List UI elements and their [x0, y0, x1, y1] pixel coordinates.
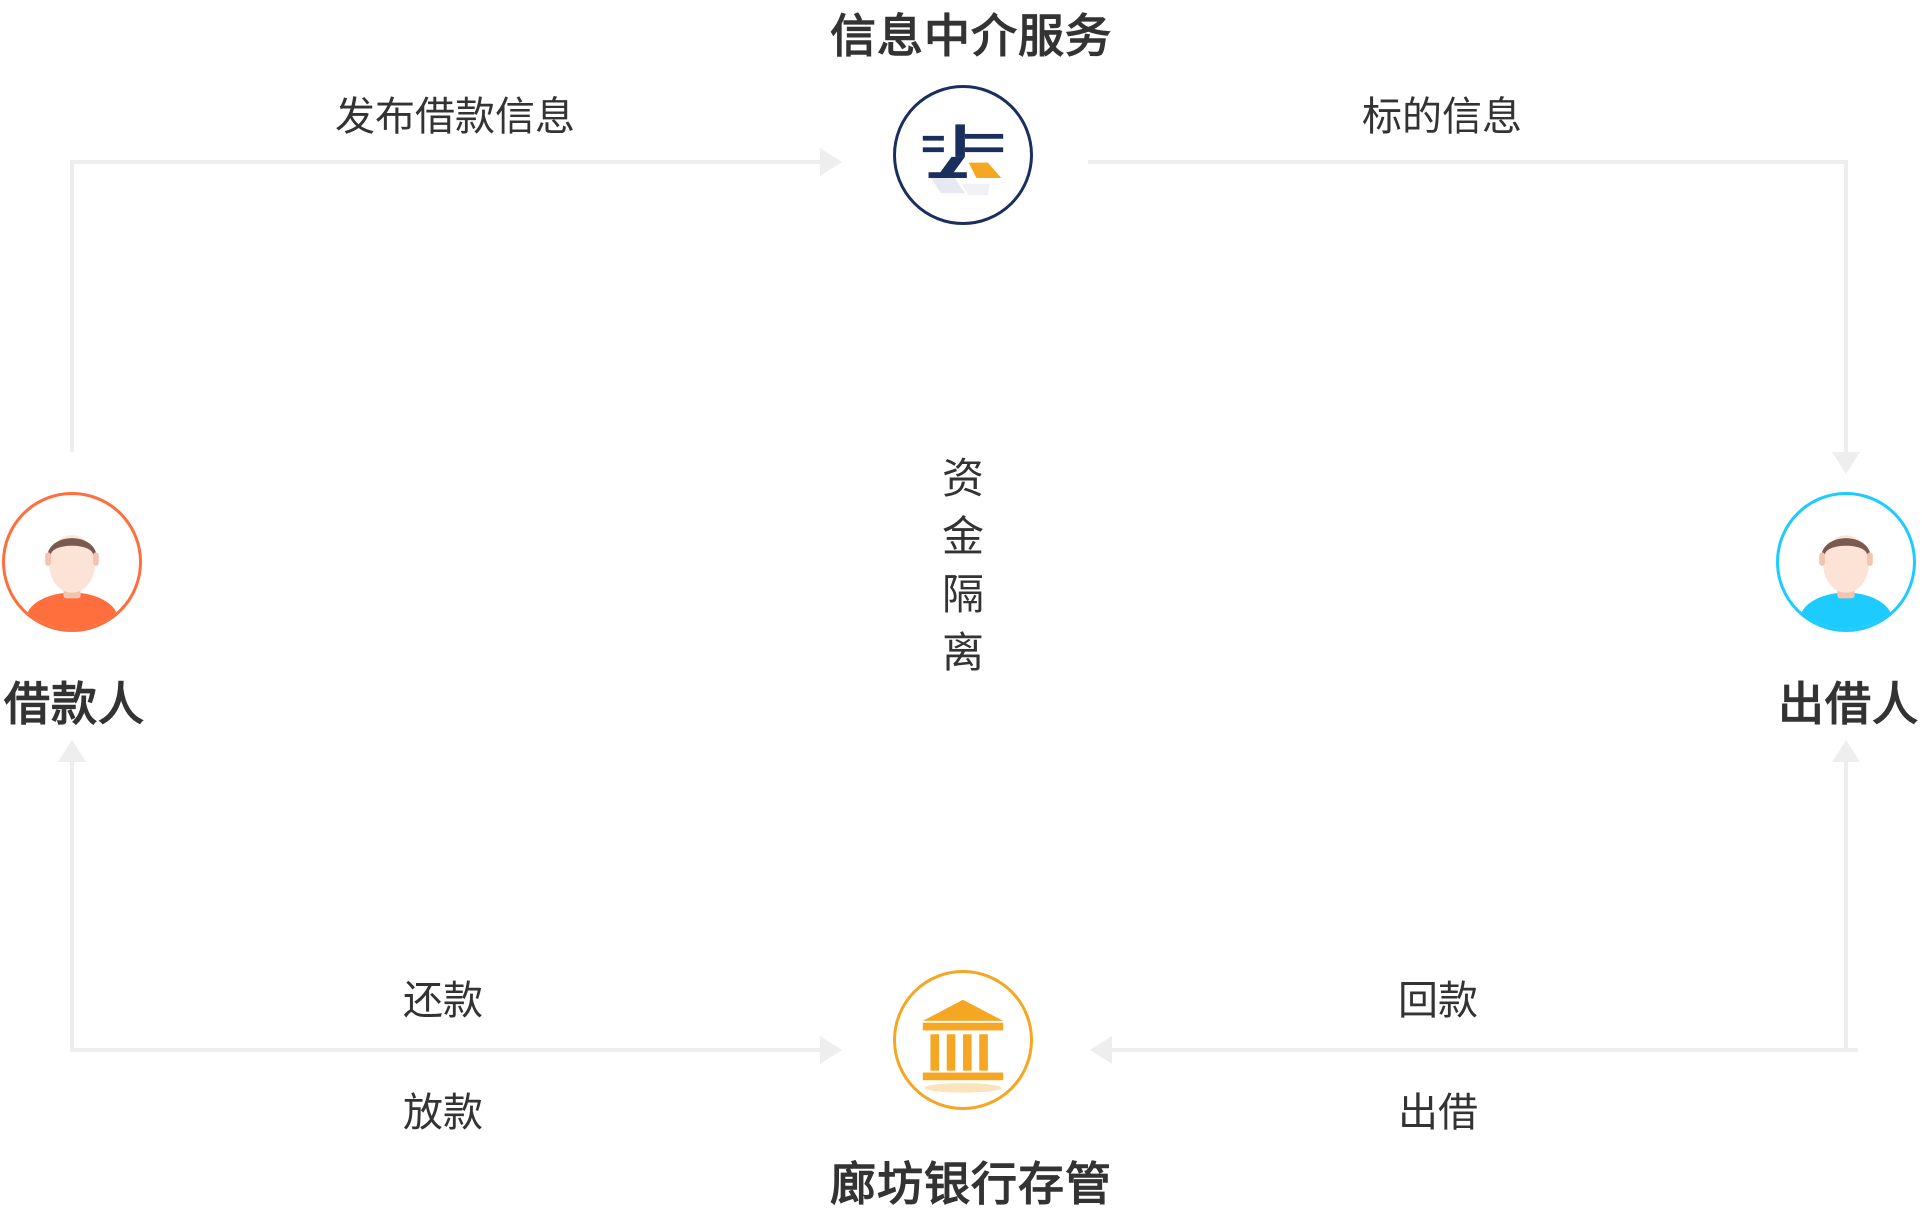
bank-title: 廊坊银行存管: [830, 1157, 1112, 1211]
edge-publish-line: [70, 160, 825, 452]
bank-building-icon: [922, 999, 1004, 1093]
borrower-title: 借款人: [4, 677, 145, 731]
edge-publish-arrowhead: [820, 148, 842, 176]
edge-target-info-line: [1088, 160, 1848, 455]
borrower-node: [2, 492, 142, 632]
edge-label-repay: 还款: [403, 978, 483, 1024]
edge-label-return: 回款: [1398, 978, 1478, 1024]
edge-label-disburse: 放款: [403, 1090, 483, 1136]
fund-isolation-label: 资金隔离: [941, 454, 984, 677]
lender-title: 出借人: [1778, 677, 1919, 731]
edge-repay-arrowhead: [820, 1036, 842, 1064]
platform-logo-icon: [922, 124, 1004, 196]
person-avatar-icon: [26, 535, 118, 629]
edge-label-target-info: 标的信息: [1362, 94, 1522, 140]
edge-repay-line: [70, 760, 825, 1052]
info-service-title: 信息中介服务: [830, 9, 1112, 63]
edge-label-publish: 发布借款信息: [335, 94, 575, 140]
edge-target-info-arrowhead: [1832, 452, 1860, 474]
edge-return-arrowhead: [1832, 740, 1860, 762]
bank-node: [893, 970, 1033, 1110]
edge-disburse-arrowhead: [58, 740, 86, 762]
lender-node: [1776, 492, 1916, 632]
person-avatar-icon: [1800, 535, 1892, 629]
edge-label-lend: 出借: [1398, 1090, 1478, 1136]
info-service-node: [893, 85, 1033, 225]
edge-lend-arrowhead: [1090, 1036, 1112, 1064]
